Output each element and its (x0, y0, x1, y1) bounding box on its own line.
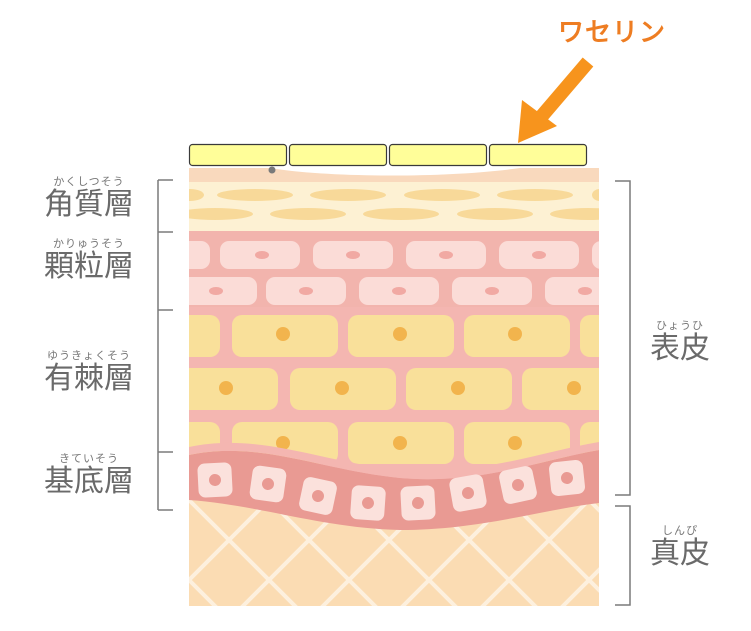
ruby-dermis: しんぴ (662, 524, 698, 537)
spinosum-nuclei (219, 327, 581, 450)
label-epidermis: ひょうひ 表皮 (640, 320, 720, 366)
granulosum-nuclei (209, 251, 592, 295)
label-stratum-spinosum: ゆうきょくそう 有棘層 (30, 350, 148, 396)
right-bracket-epidermis (615, 180, 631, 496)
left-bracket (157, 179, 173, 511)
kanji-stratum-corneum: 角質層 (44, 187, 134, 222)
kanji-stratum-basale: 基底層 (44, 464, 134, 499)
label-stratum-granulosum: かりゅうそう 顆粒層 (34, 238, 144, 284)
label-stratum-corneum: かくしつそう 角質層 (34, 176, 144, 222)
kanji-epidermis: 表皮 (650, 331, 710, 366)
kanji-stratum-granulosum: 顆粒層 (44, 249, 134, 284)
kanji-dermis: 真皮 (650, 536, 710, 571)
basale-layer (189, 450, 599, 530)
particle-dot (268, 166, 276, 174)
vaseline-film (188, 143, 588, 167)
ruby-stratum-spinosum: ゆうきょくそう (47, 349, 131, 362)
corneum-cells (189, 189, 599, 220)
vaseline-label: ワセリン (558, 18, 667, 48)
ruby-stratum-basale: きていそう (59, 452, 119, 465)
kanji-stratum-spinosum: 有棘層 (44, 361, 134, 396)
ruby-epidermis: ひょうひ (656, 319, 704, 332)
label-stratum-basale: きていそう 基底層 (34, 453, 144, 499)
right-bracket-dermis (615, 505, 631, 606)
ruby-stratum-granulosum: かりゅうそう (53, 237, 125, 250)
arrow-icon (518, 57, 594, 143)
label-dermis: しんぴ 真皮 (640, 525, 720, 571)
basale-cells (197, 460, 585, 521)
ruby-stratum-corneum: かくしつそう (53, 175, 125, 188)
corneum-layer (189, 180, 599, 231)
